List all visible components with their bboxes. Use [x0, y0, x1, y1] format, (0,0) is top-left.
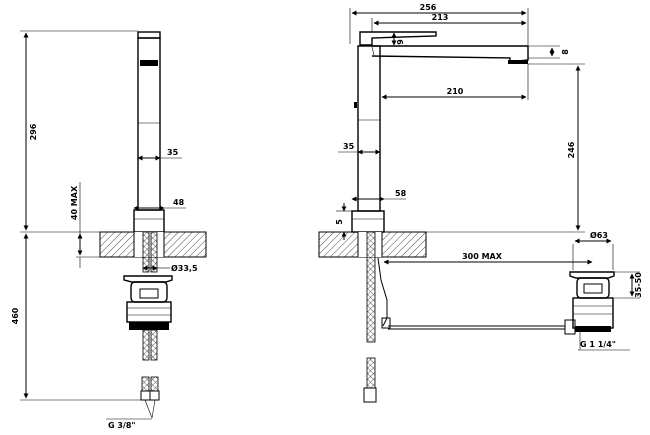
left-drain-thread: [126, 301, 172, 323]
dim-8: 8: [561, 49, 570, 55]
right-faucet-body: [357, 45, 381, 212]
left-drain-flange: [123, 275, 173, 283]
dim-210: 210: [447, 87, 464, 96]
dim-300-max: 300 MAX: [462, 252, 503, 261]
right-drain-thread: [572, 297, 614, 329]
dim-256: 256: [420, 3, 437, 12]
right-lift-rod: [377, 257, 388, 327]
left-spout-top: [137, 31, 161, 39]
dim-thread-g114: G 1 1/4": [580, 340, 616, 349]
dim-thread-g38: G 3/8": [108, 421, 136, 430]
dim-246: 246: [567, 141, 576, 158]
right-base-collar: [351, 210, 385, 233]
dim-5: 5: [335, 219, 344, 225]
left-view: 296 35 48 40 MAX Ø33,5 460 G 3/8": [11, 30, 207, 430]
dim-40-max: 40 MAX: [70, 185, 79, 220]
right-hose-fitting: [363, 387, 377, 403]
right-drain-body: [576, 277, 610, 299]
left-base-collar: [133, 209, 165, 233]
right-lever-handle: [359, 31, 437, 46]
left-hose-lower-1: [142, 329, 150, 361]
dim-460: 460: [11, 307, 20, 324]
right-hose: [366, 231, 376, 343]
dim-dia-63: Ø63: [590, 230, 608, 240]
left-hose-2: [150, 231, 158, 273]
dim-296: 296: [29, 123, 38, 140]
dim-35-right: 35: [343, 142, 355, 151]
right-view: 256 213 9 8 210 246 35 58 5: [318, 3, 643, 403]
left-hose-1: [142, 231, 150, 273]
dim-35-left: 35: [167, 148, 179, 157]
right-aerator: [508, 60, 528, 64]
dim-48: 48: [173, 198, 185, 207]
right-hose-lower: [366, 357, 376, 389]
left-drain-body: [130, 281, 168, 303]
dim-dia-33-5: Ø33,5: [171, 263, 198, 273]
dim-35-50: 35-50: [634, 272, 643, 298]
right-spout: [371, 45, 529, 63]
dim-9: 9: [396, 39, 405, 45]
dim-213: 213: [432, 13, 449, 22]
left-fitting-1: [141, 376, 150, 392]
left-fitting-2: [150, 376, 159, 392]
dim-58: 58: [395, 189, 407, 198]
left-spout-outlet: [140, 60, 158, 66]
left-hose-lower-2: [150, 329, 158, 361]
right-drain-flange: [569, 271, 615, 279]
